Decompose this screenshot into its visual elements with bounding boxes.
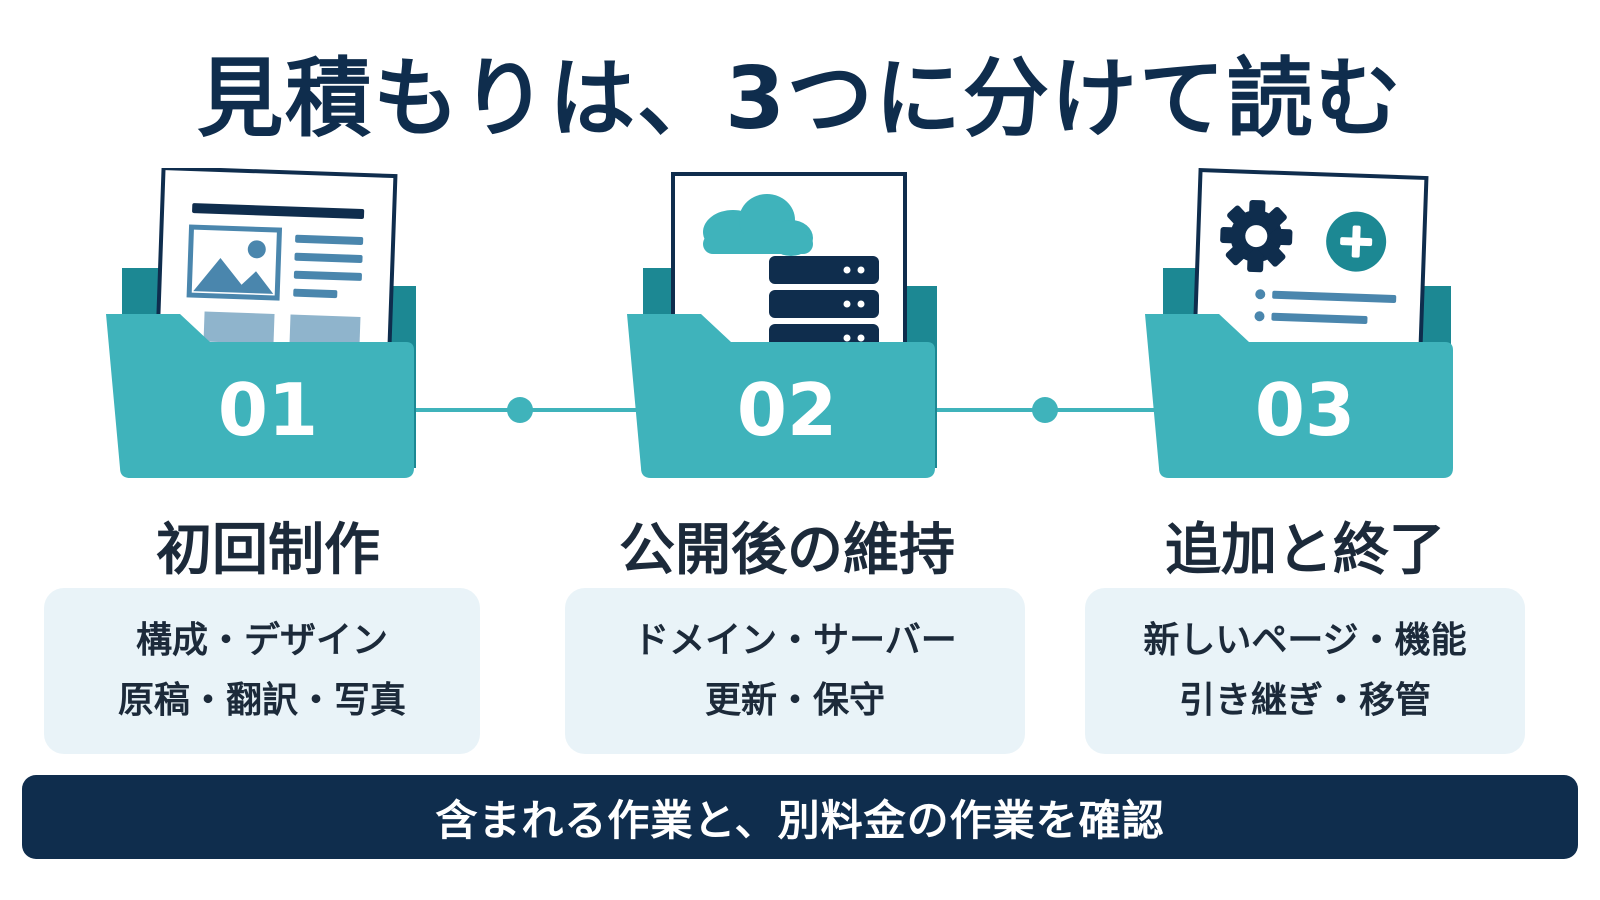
step-description-card: ドメイン・サーバー 更新・保守 xyxy=(565,588,1025,754)
footer-banner: 含まれる作業と、別料金の作業を確認 xyxy=(22,775,1578,859)
text-lines-icon xyxy=(293,234,364,299)
step-title: 公開後の維持 xyxy=(619,518,955,583)
gear-icon xyxy=(1220,199,1293,273)
step-description-line: 新しいページ・機能 xyxy=(1143,620,1467,661)
step-description-line: 原稿・翻訳・写真 xyxy=(117,680,406,721)
plus-circle-icon xyxy=(1326,211,1387,272)
step-number: 02 xyxy=(736,368,838,452)
document-icon xyxy=(1191,168,1429,380)
server-icon xyxy=(769,256,879,352)
document-icon xyxy=(154,168,398,379)
list-icon xyxy=(1254,289,1397,324)
connector-dot xyxy=(1032,397,1058,423)
step-number: 01 xyxy=(217,368,319,452)
connector-dot xyxy=(507,397,533,423)
step-description-line: 引き継ぎ・移管 xyxy=(1178,680,1431,721)
step-title: 初回制作 xyxy=(156,518,380,583)
step-description-line: 構成・デザイン xyxy=(135,620,388,661)
step-title: 追加と終了 xyxy=(1165,518,1445,583)
step-description-line: 更新・保守 xyxy=(704,680,885,721)
cloud-icon xyxy=(703,194,813,256)
step-description-card: 新しいページ・機能 引き継ぎ・移管 xyxy=(1085,588,1525,754)
step-description-line: ドメイン・サーバー xyxy=(633,620,957,661)
image-icon xyxy=(186,224,283,301)
folder-icon xyxy=(627,172,937,478)
footer-text: 含まれる作業と、別料金の作業を確認 xyxy=(435,795,1165,845)
folder-icon xyxy=(106,168,416,478)
step-number: 03 xyxy=(1254,368,1356,452)
folder-icon xyxy=(1145,168,1453,478)
step-description-card: 構成・デザイン 原稿・翻訳・写真 xyxy=(44,588,480,754)
page-title: 見積もりは、3つに分けて読む xyxy=(197,49,1403,149)
